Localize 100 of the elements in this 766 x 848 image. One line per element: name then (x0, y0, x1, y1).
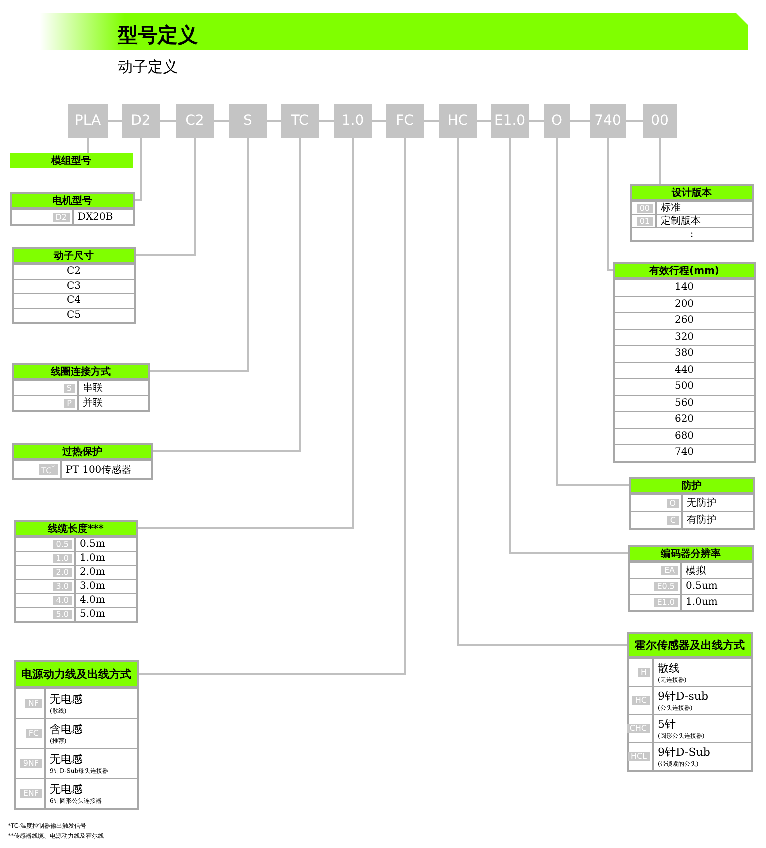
leader-line (659, 138, 661, 184)
option-row (631, 494, 753, 511)
option-table (628, 545, 754, 612)
value-row: 680 (615, 428, 754, 444)
code-box: HC (439, 104, 477, 138)
option-text: 并联 (83, 396, 103, 410)
code-box: 740 (590, 104, 626, 138)
value-row: 440 (615, 362, 754, 378)
leader-line (87, 138, 89, 153)
value-row: 200 (615, 296, 754, 312)
leader-line (138, 138, 354, 530)
table-header: 线缆长度*** (16, 522, 136, 537)
leader-line (136, 138, 196, 256)
option-table (629, 477, 755, 530)
value-row: C5 (14, 308, 134, 322)
option-text: DX20B (78, 212, 114, 222)
value-row: 260 (615, 312, 754, 328)
leader-line (607, 138, 613, 272)
title: 型号定义 (118, 22, 198, 49)
dash-connector (626, 120, 643, 122)
value-row: 560 (615, 394, 754, 411)
code-box: PLA (68, 104, 108, 138)
option-row (631, 511, 753, 528)
option-text: 标准 (661, 202, 681, 215)
value-row: 140 (615, 279, 754, 296)
option-table (613, 262, 756, 462)
option-row (630, 594, 752, 610)
option-row (16, 778, 137, 808)
option-text: 1.0m (80, 553, 106, 564)
option-text: 1.0um (686, 597, 718, 608)
dash-connector (477, 120, 491, 122)
dash-connector (214, 120, 229, 122)
dash-connector (267, 120, 281, 122)
leader-line (153, 138, 301, 452)
dash-connector (529, 120, 544, 122)
value-row: : (632, 227, 752, 240)
code-box: 1.0 (334, 104, 372, 138)
option-text: 9针D-Sub (658, 744, 710, 760)
option-text: 无电感 (50, 752, 84, 766)
option-row (629, 714, 751, 742)
table-header: 霍尔传感器及出线方式 (629, 634, 751, 658)
leader-line (509, 138, 628, 554)
leader-line (457, 138, 627, 646)
option-table (12, 363, 150, 412)
option-text: 9针D-sub (658, 688, 709, 704)
option-row (16, 537, 136, 551)
option-row (16, 593, 136, 607)
value-row: 320 (615, 328, 754, 345)
code-box: E1.0 (491, 104, 529, 138)
option-row (630, 562, 752, 578)
table-header: 过热保护 (14, 445, 151, 460)
option-row (16, 565, 136, 579)
option-row (16, 688, 137, 718)
dash-connector (424, 120, 439, 122)
option-text: 5针 (658, 716, 677, 732)
value-row: C2 (14, 264, 134, 278)
option-text: 无电感 (50, 692, 83, 706)
option-text: 无电感 (50, 782, 84, 796)
table-header: 编码器分辨率 (630, 547, 752, 562)
option-row (16, 551, 136, 565)
option-text: 模拟 (686, 564, 706, 578)
table-header: 动子尺寸 (14, 249, 134, 264)
option-text: PT 100传感器 (66, 464, 132, 476)
code-box: D2 (122, 104, 160, 138)
option-text: 散线 (658, 660, 681, 676)
table-header: 电源动力线及出线方式 (16, 662, 137, 688)
code-box: FC (386, 104, 424, 138)
leader-line (556, 138, 629, 486)
option-row (14, 460, 151, 478)
value-row: C4 (14, 293, 134, 308)
code-box: TC (281, 104, 319, 138)
option-row (16, 748, 137, 778)
option-text: 串联 (83, 382, 103, 395)
subtitle: 动子定义 (118, 58, 178, 77)
dash-connector (108, 120, 122, 122)
leader-line (135, 138, 142, 202)
option-text: 0.5m (80, 539, 106, 550)
option-text: 定制版本 (661, 214, 701, 228)
option-text: 2.0m (80, 567, 106, 578)
option-table (10, 192, 135, 226)
option-text: 0.5um (686, 581, 718, 592)
option-text: 4.0m (80, 595, 106, 606)
option-table (12, 443, 153, 480)
option-table (630, 184, 754, 242)
value-row: C3 (14, 278, 134, 293)
option-row (632, 201, 752, 214)
option-text: 无防护 (687, 496, 717, 510)
value-row: 620 (615, 411, 754, 428)
option-row (14, 380, 148, 395)
option-text: 3.0m (80, 581, 106, 592)
option-table (12, 247, 136, 324)
option-row (629, 742, 751, 770)
table-header: 设计版本 (632, 186, 752, 201)
option-text: 5.0m (80, 609, 106, 620)
option-row (14, 395, 148, 410)
option-row (632, 214, 752, 227)
value-row: 740 (615, 444, 754, 460)
dash-connector (319, 120, 334, 122)
table-header: 线圈连接方式 (14, 365, 148, 380)
leader-line (150, 138, 249, 372)
